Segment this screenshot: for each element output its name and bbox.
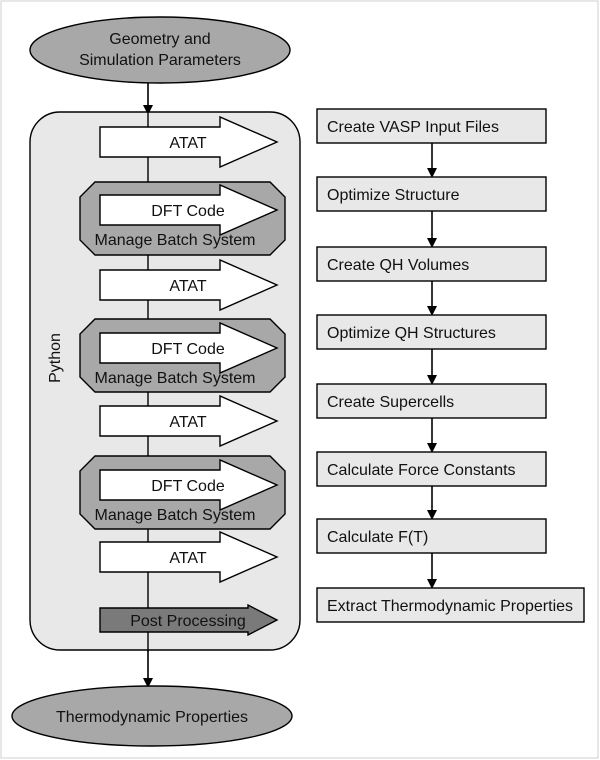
- batch-block-1: DFT Code Manage Batch System: [79, 181, 286, 256]
- end-node: Thermodynamic Properties: [11, 685, 293, 747]
- step-box-6: [316, 451, 547, 487]
- dft-arrow-2: [99, 321, 279, 375]
- step-box-2: [316, 176, 547, 212]
- python-label: Python: [47, 333, 64, 383]
- atat-label-1: ATAT: [169, 135, 207, 152]
- dft-label-2: DFT Code: [151, 341, 225, 358]
- step-box-1: [316, 108, 547, 144]
- post-processing-arrow: Post Processing: [99, 603, 279, 637]
- atat-shape-4: [99, 530, 279, 584]
- step-label-6: Calculate Force Constants: [327, 462, 516, 479]
- step-label-7: Calculate F(T): [327, 529, 428, 546]
- step-label-5: Create Supercells: [327, 394, 454, 411]
- step-label-2: Optimize Structure: [327, 187, 460, 204]
- process-steps: Create VASP Input Files Optimize Structu…: [316, 108, 585, 623]
- start-line2: Simulation Parameters: [79, 52, 241, 69]
- atat-label-2: ATAT: [169, 278, 207, 295]
- atat-label-4: ATAT: [169, 550, 207, 567]
- atat-shape-2: [99, 258, 279, 312]
- atat-arrow-4: ATAT: [99, 530, 279, 584]
- step-label-1: Create VASP Input Files: [327, 119, 499, 136]
- atat-shape-3: [99, 394, 279, 448]
- step-box-8: [316, 587, 585, 623]
- atat-shape-1: [99, 115, 279, 169]
- start-ellipse: [29, 16, 291, 84]
- step-box-4: [316, 314, 547, 350]
- dft-label-1: DFT Code: [151, 203, 225, 220]
- batch-block-2: DFT Code Manage Batch System: [79, 318, 286, 393]
- step-label-4: Optimize QH Structures: [327, 325, 496, 342]
- post-processing-label: Post Processing: [130, 613, 246, 630]
- atat-arrow-3: ATAT: [99, 394, 279, 448]
- dft-label-3: DFT Code: [151, 478, 225, 495]
- start-line1: Geometry and: [109, 31, 210, 48]
- step-label-3: Create QH Volumes: [327, 257, 469, 274]
- step-box-7: [316, 518, 547, 554]
- step-label-8: Extract Thermodynamic Properties: [327, 598, 573, 615]
- dft-arrow-1: [99, 183, 279, 237]
- batch-label-3: Manage Batch System: [95, 507, 256, 524]
- atat-arrow-2: ATAT: [99, 258, 279, 312]
- post-processing-shape: [99, 603, 279, 637]
- atat-arrow-1: ATAT: [99, 115, 279, 169]
- batch-label-2: Manage Batch System: [95, 370, 256, 387]
- end-ellipse: [11, 685, 293, 747]
- step-box-5: [316, 383, 547, 419]
- atat-label-3: ATAT: [169, 414, 207, 431]
- end-label: Thermodynamic Properties: [56, 709, 248, 726]
- dft-arrow-3: [99, 458, 279, 512]
- batch-label-1: Manage Batch System: [95, 232, 256, 249]
- step-box-3: [316, 246, 547, 282]
- batch-block-3: DFT Code Manage Batch System: [79, 455, 286, 530]
- start-node: Geometry and Simulation Parameters: [29, 16, 291, 84]
